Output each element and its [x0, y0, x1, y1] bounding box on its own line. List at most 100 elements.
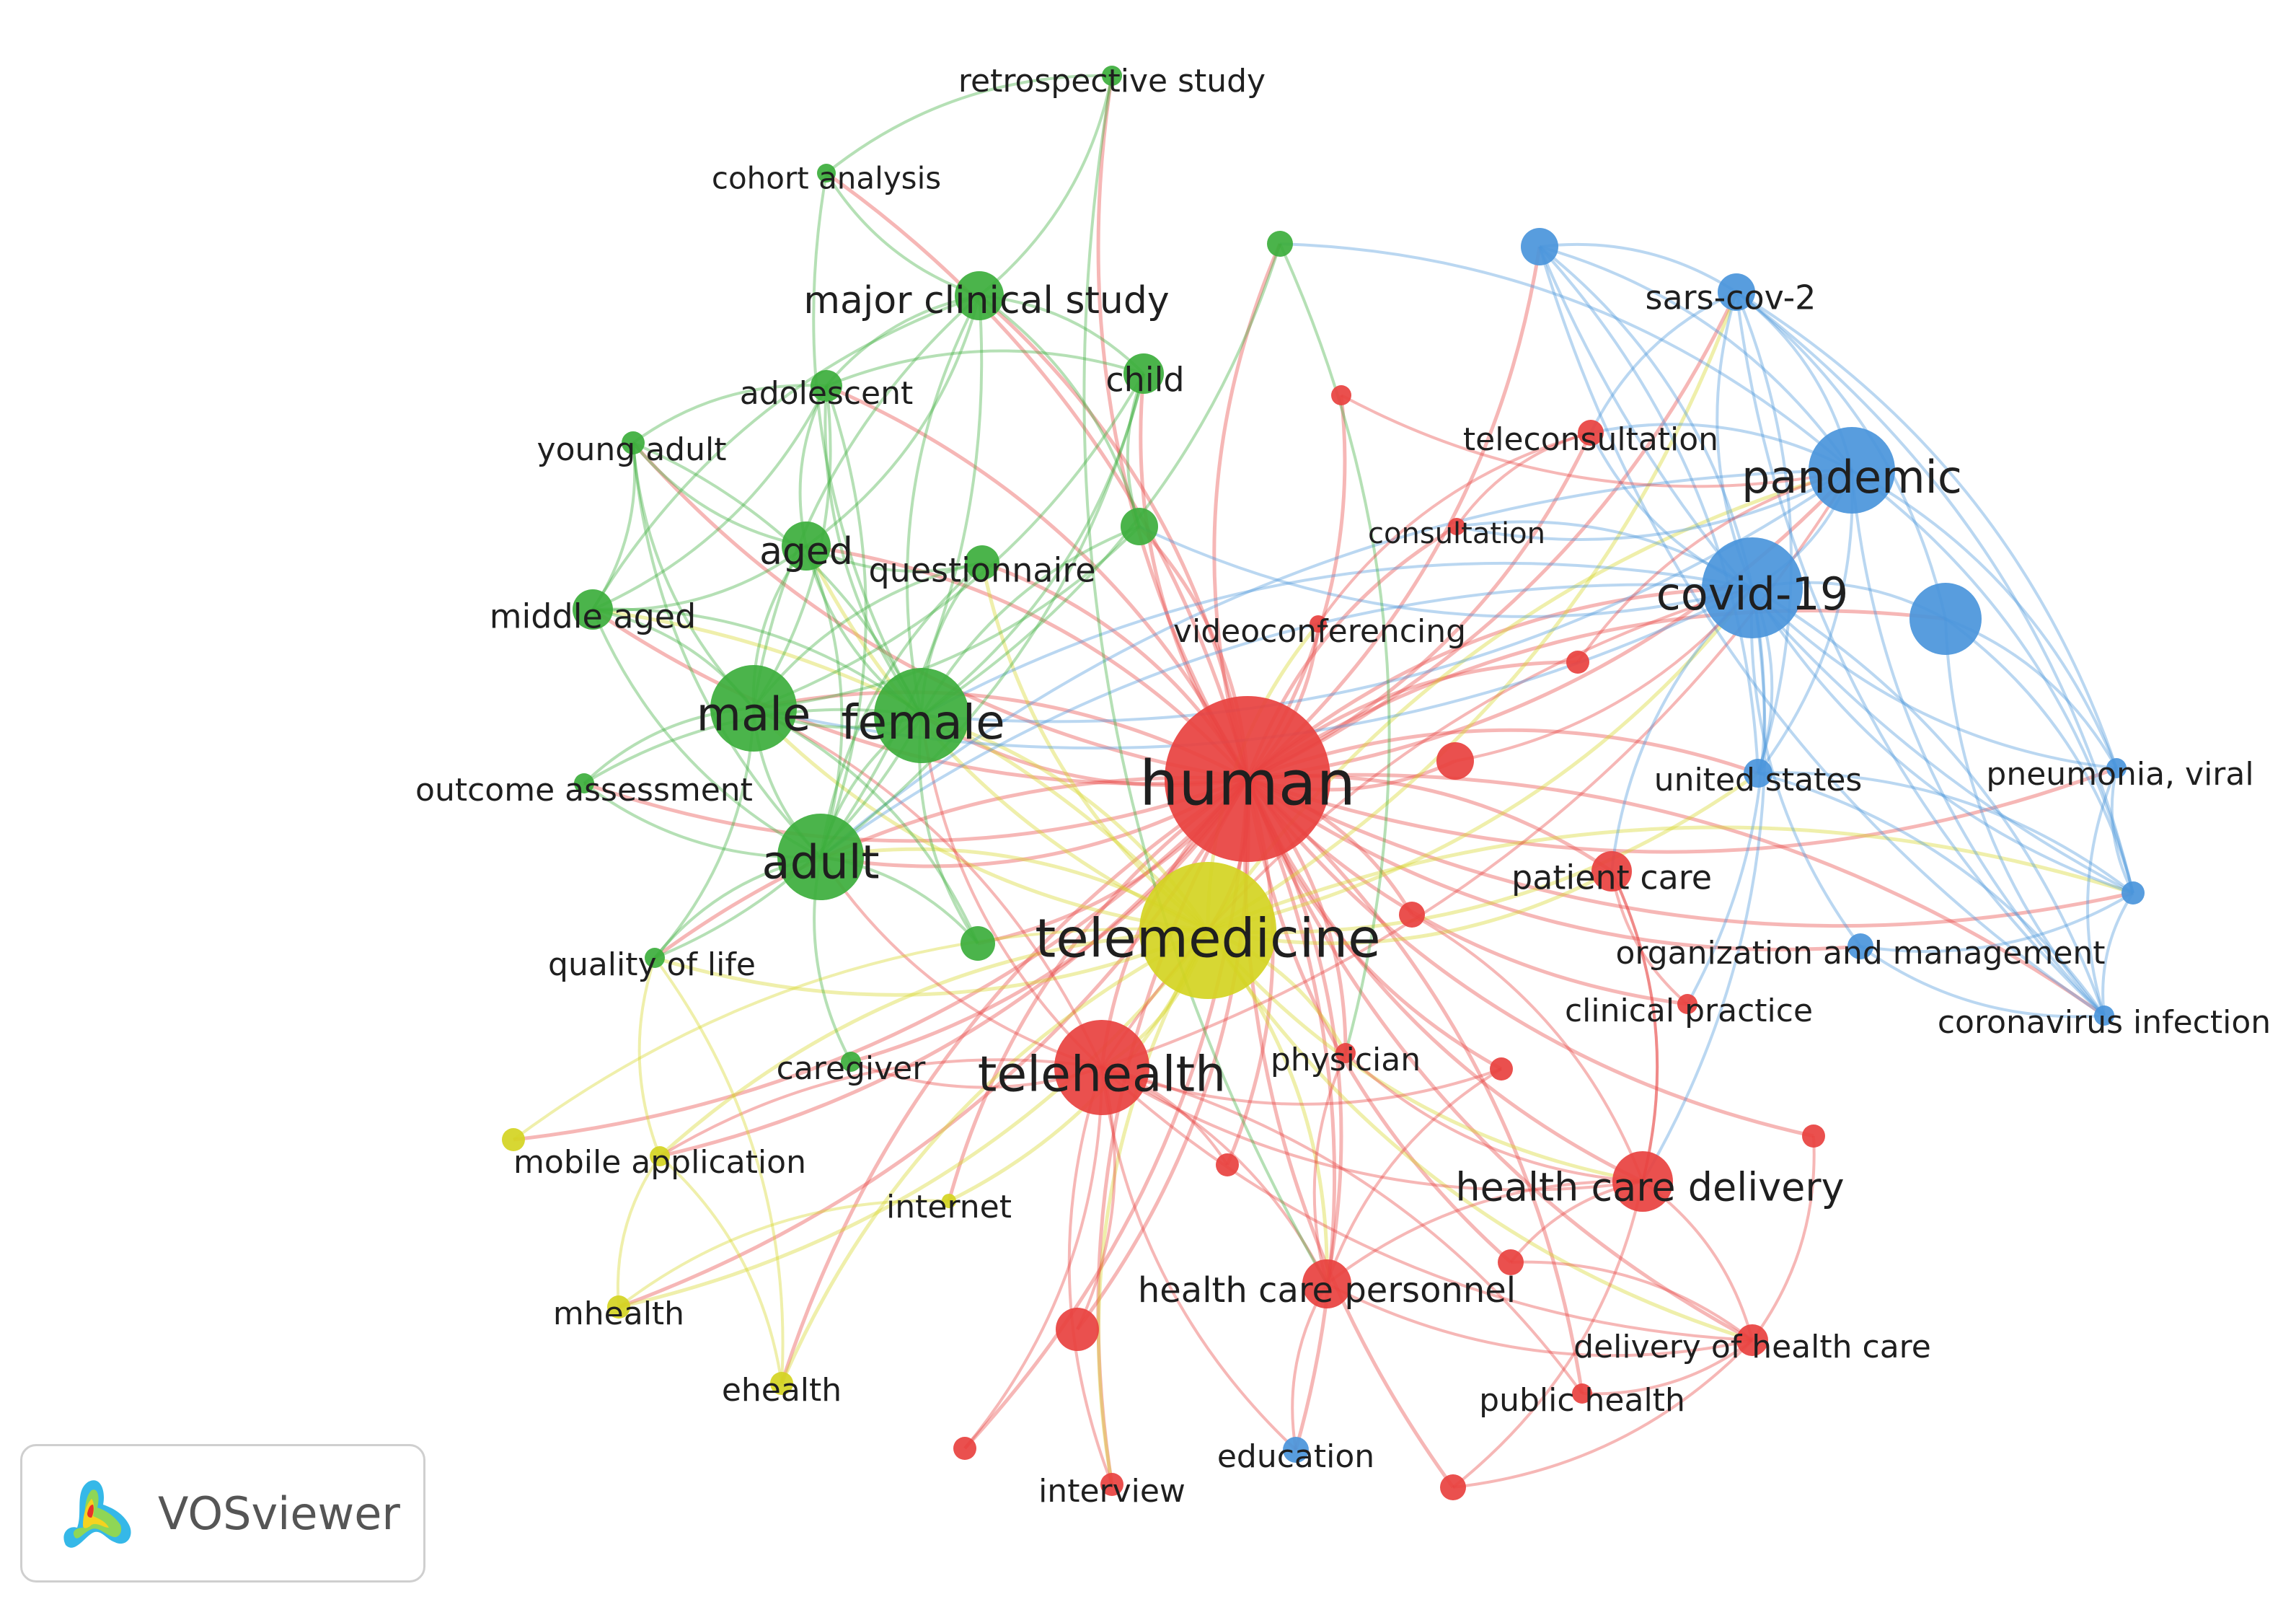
node-pneumonia[interactable] [2106, 758, 2127, 778]
node-adult[interactable] [777, 814, 864, 900]
node-caregiver[interactable] [841, 1052, 861, 1072]
node-g3[interactable] [961, 926, 995, 961]
node-young-adult[interactable] [622, 431, 645, 454]
node-b1[interactable] [1521, 228, 1558, 265]
link-telemedicine-b3 [1207, 825, 2134, 933]
node-mhealth[interactable] [607, 1295, 630, 1319]
label-questionnaire: questionnaire [868, 551, 1095, 590]
link-pandemic-consultation [1456, 469, 1853, 541]
node-us[interactable] [1744, 759, 1772, 788]
node-covid[interactable] [1702, 537, 1803, 638]
node-r4[interactable] [1399, 902, 1425, 928]
node-r2[interactable] [1566, 651, 1589, 674]
node-pandemic[interactable] [1809, 427, 1895, 514]
node-sars[interactable] [1718, 273, 1755, 311]
node-g2[interactable] [1121, 508, 1158, 545]
node-adolescent[interactable] [811, 370, 842, 402]
link-sars-b3 [1735, 291, 2134, 894]
node-coronavirus[interactable] [2094, 1005, 2114, 1026]
node-major-clinical[interactable] [955, 271, 1004, 320]
node-mobile[interactable] [650, 1146, 670, 1166]
node-child[interactable] [1123, 353, 1164, 394]
link-human-retro [1096, 75, 1250, 780]
link-pandemic-adult [819, 469, 1853, 858]
node-org-mgmt[interactable] [1847, 933, 1873, 959]
link-covid-pneumonia [1751, 586, 2117, 770]
node-b2[interactable] [1909, 583, 1982, 655]
link-aged-young_adult [632, 441, 807, 547]
node-telemedicine[interactable] [1139, 862, 1276, 999]
link-b1-us [1538, 245, 1759, 774]
node-patient-care[interactable] [1591, 851, 1632, 892]
link-female-child [920, 373, 1145, 717]
node-r7[interactable] [1498, 1249, 1524, 1275]
node-y1[interactable] [502, 1128, 525, 1151]
node-g1[interactable] [1267, 231, 1293, 257]
link-aged-major_clinical [805, 295, 981, 547]
node-cohort[interactable] [817, 164, 836, 182]
node-r1[interactable] [1331, 385, 1351, 405]
node-hcp[interactable] [1302, 1259, 1351, 1308]
node-ehealth[interactable] [770, 1372, 793, 1395]
link-pandemic-us [1757, 470, 1854, 775]
node-outcome[interactable] [574, 773, 594, 793]
node-video[interactable] [1310, 615, 1327, 633]
node-r9[interactable] [1440, 1474, 1466, 1500]
link-male-g3 [753, 707, 979, 944]
node-education[interactable] [1283, 1437, 1309, 1463]
node-questionnaire[interactable] [965, 545, 999, 580]
link-telehealth-male [753, 707, 1103, 1068]
label-aged: aged [759, 530, 853, 573]
node-male[interactable] [710, 665, 797, 752]
link-female-middle_aged [592, 607, 923, 717]
link-ehealth-mobile [658, 1155, 783, 1384]
link-hcp-physician [1312, 1052, 1347, 1285]
node-aged[interactable] [782, 521, 831, 571]
link-telemedicine-hcd [1206, 929, 1643, 1184]
node-r3[interactable] [1436, 742, 1474, 780]
label-hcp: health care personnel [1138, 1270, 1516, 1311]
node-middle-aged[interactable] [573, 589, 613, 630]
node-clinical-practice[interactable] [1677, 994, 1697, 1014]
link-human-pneumonia [1247, 766, 2117, 854]
link-telemedicine-interview [1096, 929, 1210, 1485]
node-public-health[interactable] [1572, 1383, 1592, 1404]
link-human-outcome [583, 777, 1248, 843]
node-interview[interactable] [1100, 1473, 1123, 1496]
node-r10[interactable] [953, 1437, 976, 1460]
link-dohc-public_health [1581, 1339, 1754, 1396]
node-b3[interactable] [2121, 881, 2145, 905]
label-sars: sars-cov-2 [1646, 278, 1816, 317]
link-human-hcd [1245, 778, 1644, 1184]
link-adult-young_adult [632, 442, 822, 858]
label-outcome: outcome assessment [415, 772, 753, 809]
link-male-major_clinical [752, 294, 981, 709]
node-physician[interactable] [1335, 1043, 1356, 1063]
node-r5[interactable] [1802, 1125, 1825, 1148]
node-consultation[interactable] [1448, 518, 1465, 535]
label-mhealth: mhealth [553, 1295, 684, 1332]
node-human[interactable] [1165, 696, 1330, 862]
link-covid-b1 [1538, 245, 1754, 589]
node-r6[interactable] [1216, 1153, 1239, 1176]
node-internet[interactable] [942, 1194, 956, 1208]
label-telehealth: telehealth [978, 1047, 1226, 1104]
link-human-y1 [513, 778, 1249, 1142]
node-r11[interactable] [1490, 1057, 1513, 1081]
label-physician: physician [1271, 1042, 1421, 1078]
node-hcd[interactable] [1612, 1151, 1673, 1212]
node-quality[interactable] [645, 948, 665, 968]
link-adult-aged [805, 545, 844, 858]
node-r8[interactable] [1056, 1308, 1099, 1351]
node-female[interactable] [874, 668, 969, 763]
app-name: VOSviewer [158, 1487, 400, 1540]
label-cohort: cohort analysis [712, 161, 941, 196]
node-retro[interactable] [1102, 66, 1122, 86]
label-child: child [1105, 361, 1184, 400]
link-telemedicine-dohc [1206, 929, 1753, 1342]
link-aged-middle_aged [592, 545, 808, 612]
node-telecons[interactable] [1578, 420, 1604, 446]
node-dohc[interactable] [1736, 1324, 1768, 1356]
link-telemedicine-mobile [658, 928, 1209, 1158]
node-telehealth[interactable] [1054, 1020, 1149, 1115]
